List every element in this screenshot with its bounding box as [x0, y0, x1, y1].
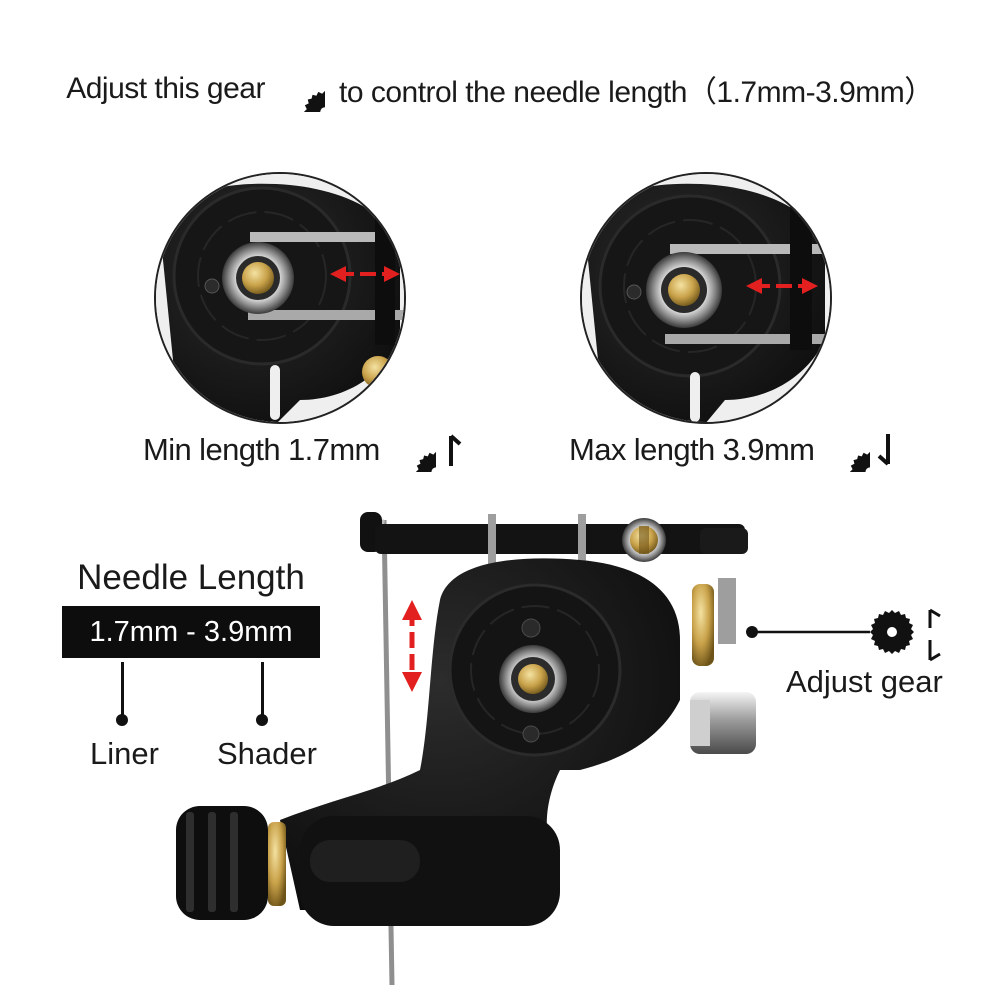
min-length-zoom-photo [154, 172, 406, 424]
rotary-tattoo-machine-photo [176, 512, 756, 986]
arrow-down-icon [878, 434, 891, 466]
headline-text-before: Adjust this gear [66, 72, 265, 105]
down-arrow-icon [928, 640, 941, 662]
up-arrow-icon [928, 608, 941, 628]
liner-label: Liner [90, 736, 159, 771]
liner-leader-line [121, 662, 124, 716]
gear-icon [392, 428, 436, 472]
headline-text-after: to control the needle length（1.7mm-3.9mm… [338, 76, 934, 109]
gear-icon [826, 428, 870, 472]
shader-leader-dot [256, 714, 268, 726]
min-length-text: Min length 1.7mm [143, 432, 380, 467]
max-length-caption: Max length 3.9mm [569, 428, 898, 472]
headline: Adjust this gear to control the needle l… [0, 66, 1000, 112]
shader-label: Shader [217, 736, 317, 771]
needle-length-range: 1.7mm - 3.9mm [62, 606, 320, 658]
min-length-caption: Min length 1.7mm [143, 428, 464, 472]
liner-leader-dot [116, 714, 128, 726]
max-length-text: Max length 3.9mm [569, 432, 815, 467]
arrow-up-icon [448, 434, 462, 466]
shader-leader-line [261, 662, 264, 716]
max-length-zoom-photo [580, 172, 832, 424]
gear-icon [279, 66, 325, 112]
adjust-gear-leader [746, 608, 941, 662]
needle-length-title: Needle Length [77, 558, 305, 597]
gear-icon [870, 610, 914, 654]
adjust-gear-label: Adjust gear [786, 664, 943, 699]
